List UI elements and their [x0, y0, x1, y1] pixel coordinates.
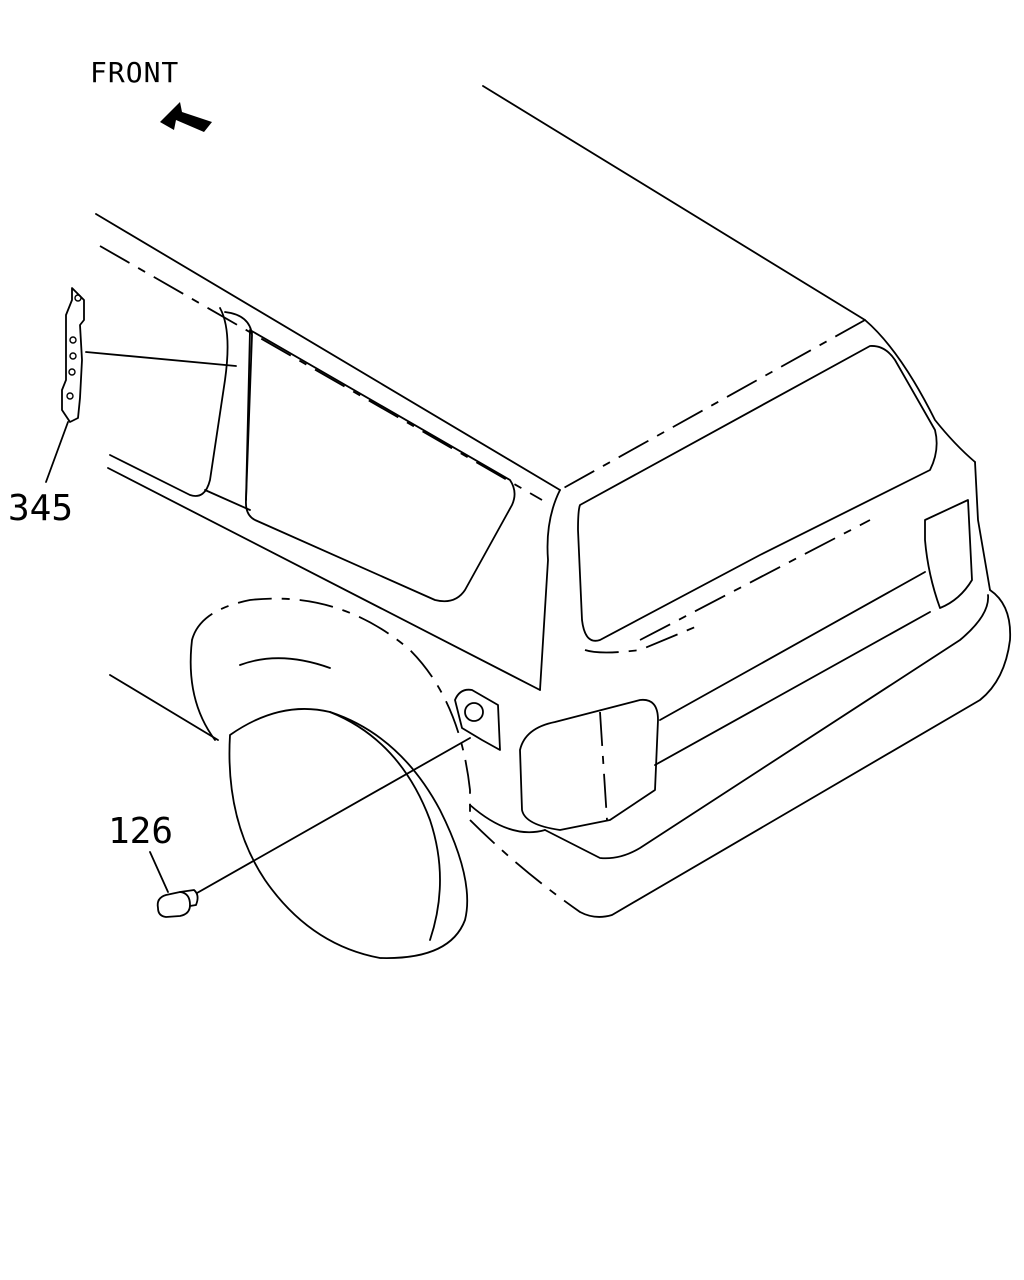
part-345-label: 345 [8, 488, 73, 529]
front-arrow-icon [160, 102, 212, 132]
bulb-socket-icon [156, 889, 199, 918]
part-126-label: 126 [108, 811, 173, 852]
leader-line-126 [196, 737, 471, 894]
vehicle-body [95, 85, 1012, 959]
leader-line-345 [85, 351, 237, 367]
part-126[interactable]: 126 [108, 737, 471, 918]
part-345[interactable]: 345 [8, 287, 237, 529]
front-indicator: FRONT [90, 56, 212, 132]
callout-line-345 [45, 421, 69, 483]
callout-line-126 [149, 851, 169, 893]
bracket-icon [61, 287, 85, 423]
front-label: FRONT [90, 56, 179, 89]
